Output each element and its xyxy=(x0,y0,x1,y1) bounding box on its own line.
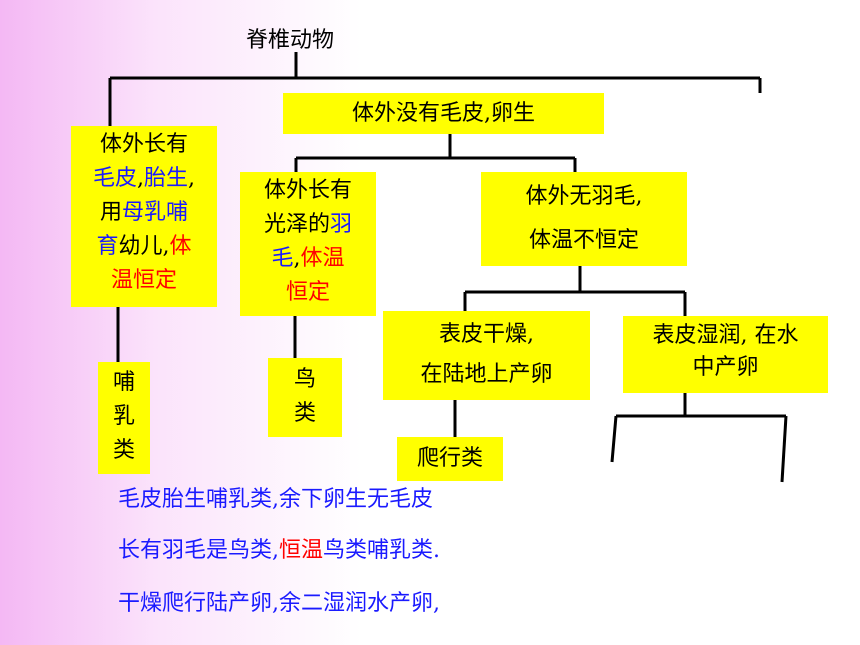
mammal-label-3: 类 xyxy=(112,438,135,463)
mammal-label-node: 哺 乳 类 xyxy=(98,362,150,474)
no-feather-node: 体外无羽毛, 体温不恒定 xyxy=(481,172,687,266)
no-fur-node: 体外没有毛皮,卵生 xyxy=(283,93,604,134)
summary-line-3: 干燥爬行陆产卵,余二湿润水产卵, xyxy=(118,591,440,616)
mammal-label-1: 哺 xyxy=(112,370,135,395)
bird-label-1: 鸟 xyxy=(293,367,316,392)
bird-body-temp: 体温 xyxy=(300,246,345,271)
mammal-comma-2: , xyxy=(188,166,196,191)
reptile-label-node: 爬行类 xyxy=(397,437,503,481)
summary-line-2: 长有羽毛是鸟类,恒温鸟类哺乳类. xyxy=(118,537,440,565)
bird-text-1: 体外长有 xyxy=(263,178,352,203)
summary-line-2c: 鸟类哺乳类. xyxy=(323,538,441,563)
mammal-fur: 毛皮 xyxy=(92,166,137,191)
summary-line-1: 毛皮胎生哺乳类,余下卵生无毛皮 xyxy=(118,487,433,512)
mammal-milk: 母乳哺 xyxy=(122,200,189,225)
bird-label-2: 类 xyxy=(293,401,316,426)
moist-skin-node: 表皮湿润, 在水 中产卵 xyxy=(623,316,828,393)
mammal-text-1: 体外长有 xyxy=(99,132,188,157)
bird-constant: 恒定 xyxy=(285,280,330,305)
moist-skin-line-1: 表皮湿润, 在水 xyxy=(652,323,799,348)
mammal-comma-1: , xyxy=(137,166,144,191)
bird-gloss: 光泽的 xyxy=(263,212,330,237)
bird-comma: , xyxy=(293,246,301,271)
bird-feather-2: 毛 xyxy=(271,246,294,271)
no-feather-line-1: 体外无羽毛, xyxy=(525,184,643,209)
dry-skin-line-1: 表皮干燥, xyxy=(439,322,534,347)
bird-desc-node: 体外长有 光泽的羽 毛,体温 恒定 xyxy=(240,172,376,316)
mammal-body: 体 xyxy=(169,234,192,259)
moist-skin-line-2: 中产卵 xyxy=(692,355,759,380)
summary-line-2a: 长有羽毛是鸟类, xyxy=(118,538,279,563)
mammal-viviparous: 胎生 xyxy=(144,166,189,191)
mammal-young: 幼儿, xyxy=(118,234,170,259)
dry-skin-node: 表皮干燥, 在陆地上产卵 xyxy=(383,311,590,400)
no-feather-line-2: 体温不恒定 xyxy=(528,228,639,253)
mammal-label-2: 乳 xyxy=(112,404,135,429)
reptile-label: 爬行类 xyxy=(416,446,483,471)
no-fur-text: 体外没有毛皮,卵生 xyxy=(352,101,535,126)
root-label: 脊椎动物 xyxy=(246,28,335,53)
mammal-text-use: 用 xyxy=(99,200,122,225)
mammal-warm: 温恒定 xyxy=(110,268,177,293)
bird-label-node: 鸟 类 xyxy=(268,358,342,437)
mammal-nurture: 育 xyxy=(96,234,119,259)
bird-feather-1: 羽 xyxy=(330,212,353,237)
summary-warm: 恒温 xyxy=(279,538,324,563)
dry-skin-line-2: 在陆地上产卵 xyxy=(420,362,553,387)
mammal-desc-node: 体外长有 毛皮,胎生, 用母乳哺 育幼儿,体 温恒定 xyxy=(71,126,217,307)
